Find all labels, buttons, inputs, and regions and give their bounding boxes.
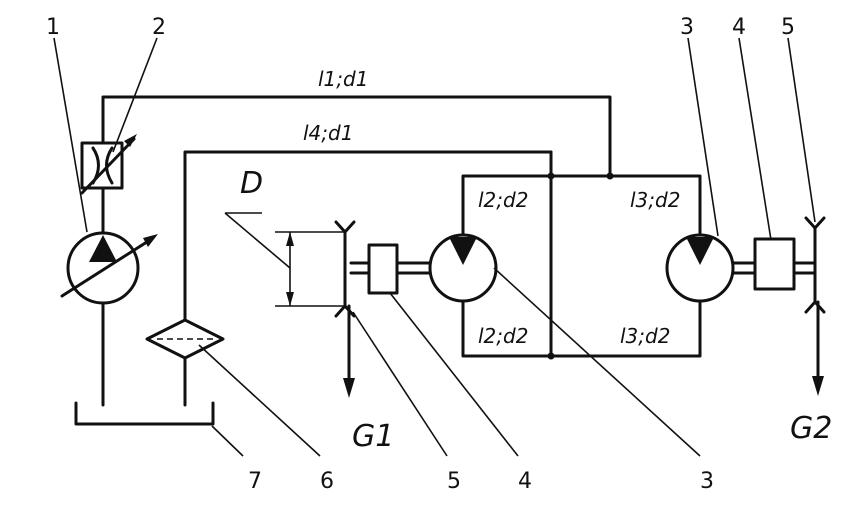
variable-pump [60, 231, 158, 305]
callout-2: 2 [152, 15, 166, 40]
label-D: D [240, 166, 263, 201]
pipe-l1-d1 [101, 95, 612, 240]
winch-drum-left [334, 220, 356, 398]
label-l2-d2-bottom: l2;d2 [478, 324, 528, 348]
winch-drum-right [804, 216, 826, 396]
junction-dot [547, 172, 555, 180]
junction-dot [606, 172, 614, 180]
label-l4-d1: l4;d1 [303, 121, 353, 145]
junction-dot [547, 352, 555, 360]
pipe-top-manifold [461, 174, 702, 240]
label-l3-d2-bottom: l3;d2 [620, 324, 670, 348]
label-l3-d2-top: l3;d2 [630, 188, 680, 212]
throttle-valve [80, 134, 137, 195]
label-G1: G1 [352, 419, 394, 454]
callout-7: 7 [248, 469, 262, 494]
pipe-labels: l1;d1 l4;d1 l2;d2 l3;d2 l2;d2 l3;d2 [303, 67, 680, 348]
gearbox-left [349, 243, 432, 295]
pipe-lines [101, 95, 702, 407]
hydraulic-motor-right [665, 233, 735, 303]
filter [145, 318, 225, 360]
callout-6: 6 [320, 469, 334, 494]
dimension-D [224, 212, 345, 307]
leader-lines [53, 37, 816, 457]
callout-5-bottom: 5 [447, 469, 461, 494]
callout-numbers: 1 2 3 4 5 7 6 5 4 3 [46, 15, 795, 494]
callout-5-top: 5 [781, 15, 795, 40]
callout-1: 1 [46, 15, 60, 40]
callout-4-bottom: 4 [518, 469, 532, 494]
label-l2-d2-top: l2;d2 [478, 188, 528, 212]
label-G2: G2 [790, 411, 832, 446]
gearbox-right [731, 237, 817, 291]
callout-4-top: 4 [732, 15, 746, 40]
label-l1-d1: l1;d1 [318, 67, 368, 91]
tank [74, 401, 215, 426]
callout-3-top: 3 [680, 15, 694, 40]
callout-3-bottom: 3 [700, 469, 714, 494]
pipe-bottom-manifold [461, 296, 702, 358]
hydraulic-motor-left [428, 233, 498, 303]
